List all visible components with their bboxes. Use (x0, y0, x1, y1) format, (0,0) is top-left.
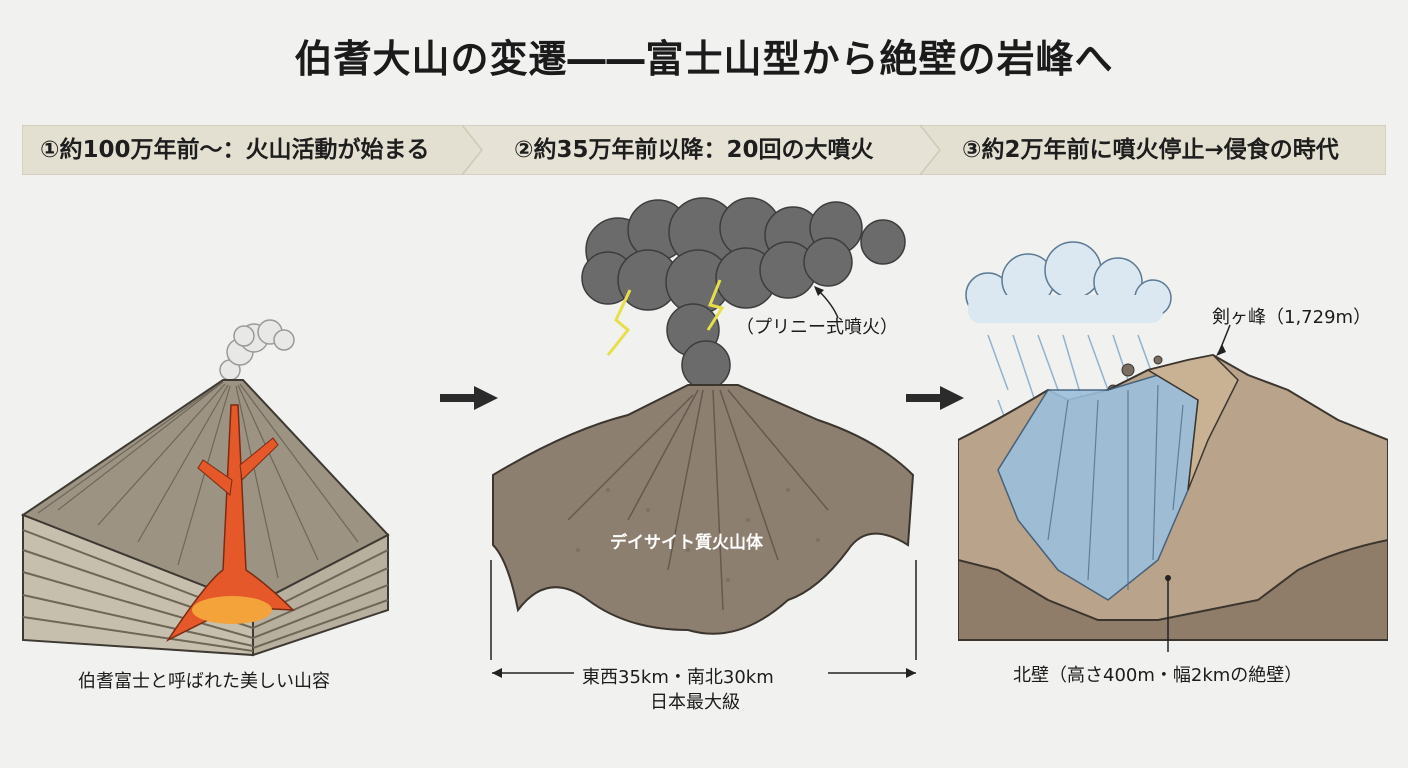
stage-2-label: ②約35万年前以降：20回の大噴火 (514, 137, 874, 163)
width-measure (490, 560, 917, 660)
size-rank-label: 日本最大級 (650, 692, 740, 713)
ash-cloud (581, 197, 906, 390)
size-label: 東西35km・南北30km (582, 667, 774, 688)
stratovolcano-illustration (20, 319, 390, 657)
stage-1-label: ①約100万年前〜：火山活動が始まる (40, 137, 430, 163)
lightning-bolts (606, 279, 725, 356)
rain-cloud (965, 241, 1172, 323)
transition-arrow-1 (440, 386, 498, 410)
eruption-type-label: （プリニー式噴火） (736, 317, 898, 338)
steam-plume (219, 319, 295, 381)
eruption-illustration (490, 197, 917, 660)
eroded-peak-illustration (958, 241, 1388, 652)
diagram-title: 伯耆大山の変遷――富士山型から絶壁の岩峰へ (294, 37, 1114, 81)
volcano-body-label: デイサイト質火山体 (610, 533, 763, 553)
stage-banner: ①約100万年前〜：火山活動が始まる ②約35万年前以降：20回の大噴火 ③約2… (22, 125, 1386, 175)
transition-arrow-2 (906, 386, 964, 410)
peak-label: 剣ヶ峰（1,729m） (1212, 307, 1372, 328)
stage-banner-background (22, 125, 1386, 175)
north-wall-label: 北壁（高さ400m・幅2kmの絶壁） (1013, 665, 1303, 686)
size-dimension-line (492, 668, 916, 678)
scene-1-caption: 伯耆富士と呼ばれた美しい山容 (78, 671, 330, 692)
magma-conduit (165, 404, 295, 642)
stage-3-label: ③約2万年前に噴火停止→侵食の時代 (962, 137, 1339, 163)
